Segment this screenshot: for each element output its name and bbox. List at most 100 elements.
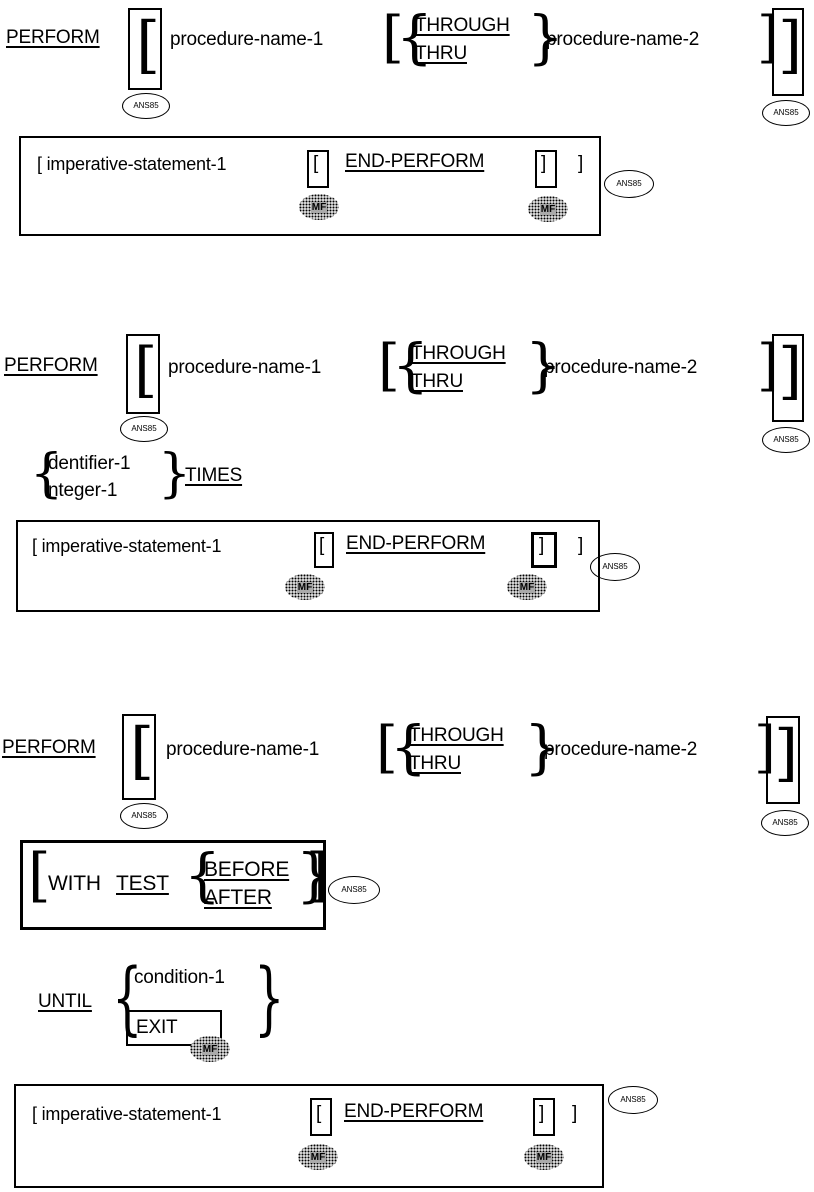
mf-badge-label: MF — [310, 201, 328, 213]
open-brace-glyph: { — [30, 444, 64, 504]
condition-1: condition-1 — [134, 967, 225, 988]
ans85-oval: ANS85 — [120, 803, 168, 829]
exit-box — [126, 1010, 222, 1046]
procedure-name-2: procedure-name-2 — [544, 739, 698, 760]
through-keyword: THROUGH — [411, 343, 506, 364]
perform-keyword: PERFORM — [6, 27, 100, 48]
end-perform-keyword: END-PERFORM — [345, 151, 485, 172]
imperative-statement: [ imperative-statement-1 — [32, 536, 222, 556]
times-keyword: TIMES — [185, 465, 243, 486]
close-bracket: ] — [578, 153, 584, 174]
open-bracket-glyph: [ — [378, 333, 400, 398]
ans85-bracket-box — [122, 714, 156, 800]
open-bracket: [ — [316, 1103, 322, 1124]
close-bracket: ] — [578, 535, 584, 556]
close-brace-glyph: } — [254, 951, 285, 1044]
test-keyword: TEST — [116, 872, 169, 895]
thru-keyword: THRU — [411, 371, 463, 392]
ans85-oval: ANS85 — [608, 1086, 658, 1114]
procedure-name-1: procedure-name-1 — [166, 739, 320, 760]
open-bracket: [ — [313, 153, 319, 174]
mf-badge-label: MF — [296, 581, 314, 593]
close-bracket-glyph: ] — [774, 716, 799, 789]
ans85-bracket-box — [772, 334, 804, 422]
close-bracket: ] — [539, 1103, 545, 1124]
perform-keyword: PERFORM — [2, 737, 96, 758]
ans85-oval: ANS85 — [120, 416, 168, 442]
mf-badge: MF — [298, 1144, 338, 1170]
mf-badge-label: MF — [518, 581, 536, 593]
open-brace-glyph: { — [392, 331, 429, 399]
close-bracket: ] — [572, 1103, 578, 1124]
thru-keyword: THRU — [415, 43, 467, 64]
open-brace-glyph: { — [396, 3, 433, 71]
mf-badge: MF — [528, 196, 568, 222]
ans85-oval: ANS85 — [590, 553, 640, 581]
mf-badge-label: MF — [535, 1151, 553, 1163]
procedure-name-2: procedure-name-2 — [546, 29, 700, 50]
procedure-name-1: procedure-name-1 — [168, 357, 322, 378]
mf-bracket-box — [310, 1098, 332, 1136]
end-perform-box — [14, 1084, 604, 1188]
close-bracket-glyph: ] — [306, 841, 329, 909]
mf-bracket-box — [533, 1098, 555, 1136]
integer-1: integer-1 — [44, 480, 118, 501]
close-brace-glyph: } — [525, 331, 562, 399]
mf-badge: MF — [524, 1144, 564, 1170]
mf-badge: MF — [299, 194, 339, 220]
until-keyword: UNTIL — [38, 991, 92, 1012]
open-brace-glyph: { — [390, 713, 427, 781]
ans85-bracket-box — [128, 8, 162, 90]
mf-badge: MF — [190, 1036, 230, 1062]
close-bracket: ] — [541, 153, 547, 174]
imperative-statement: [ imperative-statement-1 — [32, 1104, 222, 1124]
close-brace-glyph: } — [527, 3, 564, 71]
with-keyword: WITH — [48, 872, 101, 895]
end-perform-box — [19, 136, 601, 236]
close-brace-glyph: } — [296, 841, 333, 909]
before-keyword: BEFORE — [204, 858, 290, 881]
close-bracket-glyph: ] — [778, 334, 803, 407]
ans85-bracket-box — [126, 334, 160, 414]
open-bracket-glyph: [ — [382, 5, 404, 70]
close-brace-glyph: } — [158, 444, 192, 504]
imperative-statement: [ imperative-statement-1 — [37, 154, 227, 174]
mf-badge-label: MF — [201, 1043, 219, 1055]
exit-keyword: EXIT — [136, 1017, 178, 1038]
mf-bracket-box — [531, 532, 557, 568]
open-brace-glyph: { — [184, 841, 221, 909]
through-keyword: THROUGH — [409, 725, 504, 746]
close-bracket-glyph: ] — [778, 8, 803, 81]
open-bracket-glyph: [ — [130, 714, 155, 787]
ans85-oval: ANS85 — [604, 170, 654, 198]
through-keyword: THROUGH — [415, 15, 510, 36]
open-bracket-glyph: [ — [134, 335, 158, 405]
open-bracket-glyph: [ — [376, 715, 398, 780]
open-bracket-glyph: [ — [136, 8, 161, 81]
end-perform-keyword: END-PERFORM — [344, 1101, 484, 1122]
mf-badge-label: MF — [309, 1151, 327, 1163]
mf-badge: MF — [285, 574, 325, 600]
open-bracket-glyph: [ — [28, 841, 51, 909]
ans85-oval: ANS85 — [762, 100, 810, 126]
mf-bracket-box — [314, 532, 334, 568]
end-perform-keyword: END-PERFORM — [346, 533, 486, 554]
perform-keyword: PERFORM — [4, 355, 98, 376]
mf-badge-label: MF — [539, 203, 557, 215]
ans85-oval: ANS85 — [762, 427, 810, 453]
close-bracket: ] — [539, 535, 545, 556]
open-bracket: [ — [319, 535, 325, 556]
thru-keyword: THRU — [409, 753, 461, 774]
ans85-oval: ANS85 — [328, 876, 380, 904]
mf-bracket-box — [307, 150, 329, 188]
with-test-box — [20, 840, 326, 930]
ans85-bracket-box — [766, 716, 800, 804]
ans85-bracket-box — [772, 8, 804, 96]
procedure-name-1: procedure-name-1 — [170, 29, 324, 50]
ans85-oval: ANS85 — [761, 810, 809, 836]
after-keyword: AFTER — [204, 886, 272, 909]
close-bracket-glyph: ] — [754, 715, 776, 780]
procedure-name-2: procedure-name-2 — [544, 357, 698, 378]
close-brace-glyph: } — [524, 713, 561, 781]
ans85-oval: ANS85 — [122, 93, 170, 119]
